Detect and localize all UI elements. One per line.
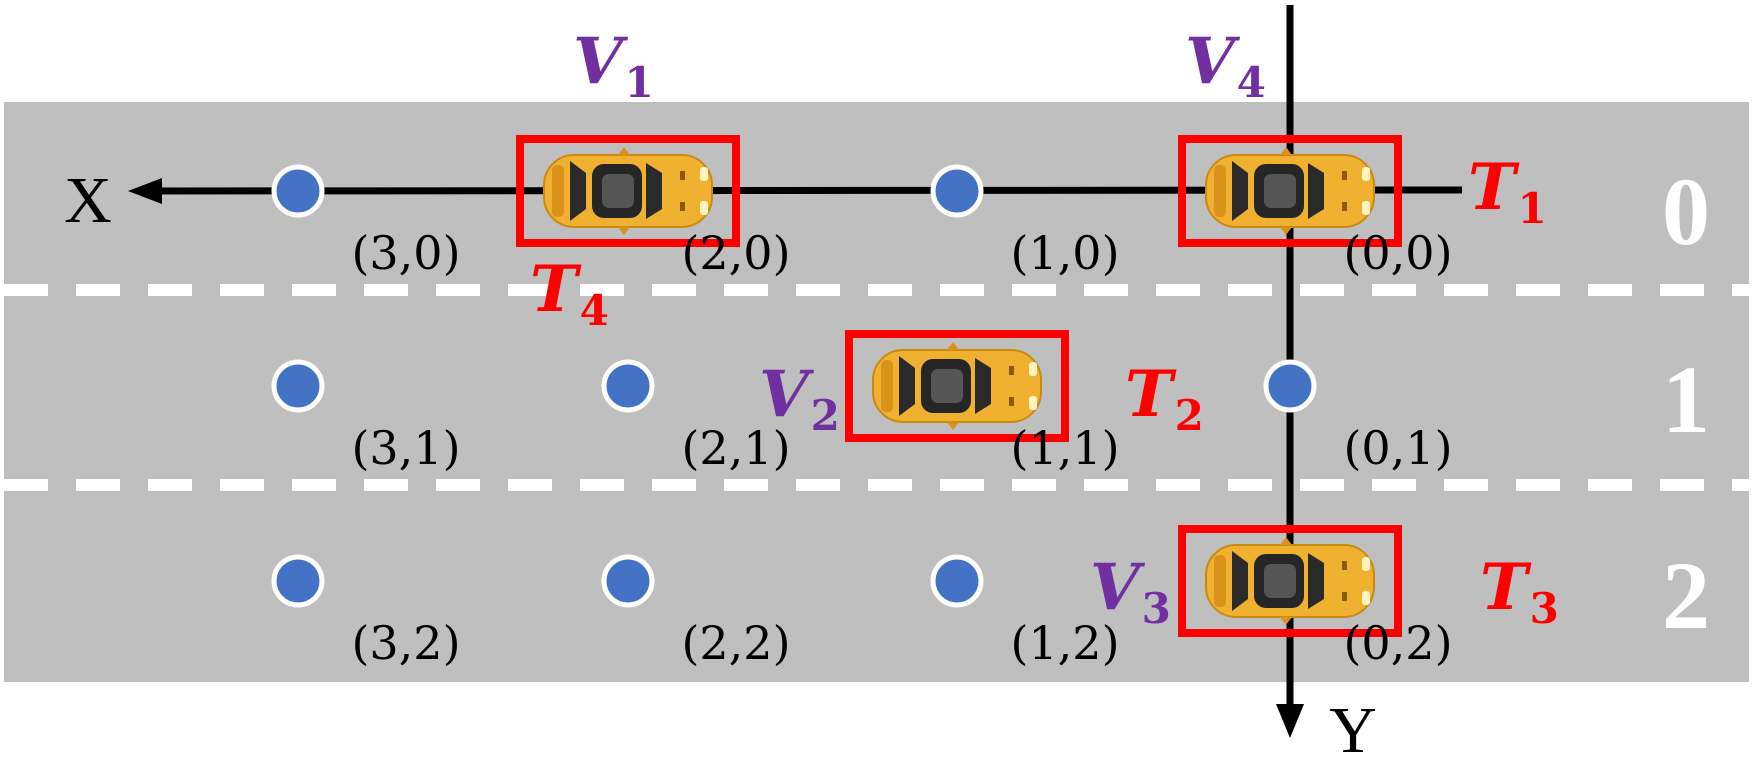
y-axis-label: Y	[1329, 694, 1377, 757]
vehicle-label: V3	[1090, 550, 1171, 633]
coordinate-label: (2,2)	[681, 616, 790, 670]
target-label: T2	[1125, 357, 1204, 440]
vehicle-label: V1	[573, 24, 654, 107]
lane-label: 2	[1662, 542, 1710, 649]
coordinate-label: (1,1)	[1010, 421, 1119, 475]
target-box	[1178, 135, 1402, 247]
coordinate-label: (3,2)	[351, 616, 460, 670]
target-box	[845, 330, 1069, 442]
grid-point	[1263, 359, 1317, 413]
target-label: T4	[530, 252, 609, 335]
vehicle-label: V2	[759, 357, 840, 440]
vehicles-layer	[516, 135, 1402, 637]
target-box	[516, 135, 740, 247]
grid-point	[601, 359, 655, 413]
lane-label: 1	[1662, 346, 1710, 453]
coordinate-label: (3,0)	[351, 226, 460, 280]
coordinate-label: (1,0)	[1010, 226, 1119, 280]
car-icon	[1205, 536, 1375, 626]
grid-point	[930, 554, 984, 608]
grid-point	[271, 554, 325, 608]
grid-points	[271, 164, 1317, 608]
coordinate-label: (0,2)	[1343, 616, 1452, 670]
grid-point	[930, 164, 984, 218]
car-icon	[872, 341, 1042, 431]
car-icon	[1205, 146, 1375, 236]
coordinate-label: (1,2)	[1010, 616, 1119, 670]
coordinate-labels: (3,0) (2,0) (1,0) (0,0) (3,1) (2,1) (1,1) (0,1)…	[351, 226, 1452, 670]
target-label: T1	[1468, 150, 1547, 233]
lane-label: 0	[1662, 158, 1710, 265]
vehicle-label: V4	[1185, 24, 1266, 107]
x-axis-label: X	[64, 164, 112, 237]
grid-point	[271, 359, 325, 413]
grid-point	[271, 164, 325, 218]
coordinate-label: (0,1)	[1343, 421, 1452, 475]
coordinate-label: (0,0)	[1343, 226, 1452, 280]
coordinate-label: (2,1)	[681, 421, 790, 475]
target-label: T3	[1480, 550, 1559, 633]
target-box	[1178, 525, 1402, 637]
grid-point	[601, 554, 655, 608]
coordinate-label: (3,1)	[351, 421, 460, 475]
coordinate-label: (2,0)	[681, 226, 790, 280]
car-icon	[543, 146, 713, 236]
